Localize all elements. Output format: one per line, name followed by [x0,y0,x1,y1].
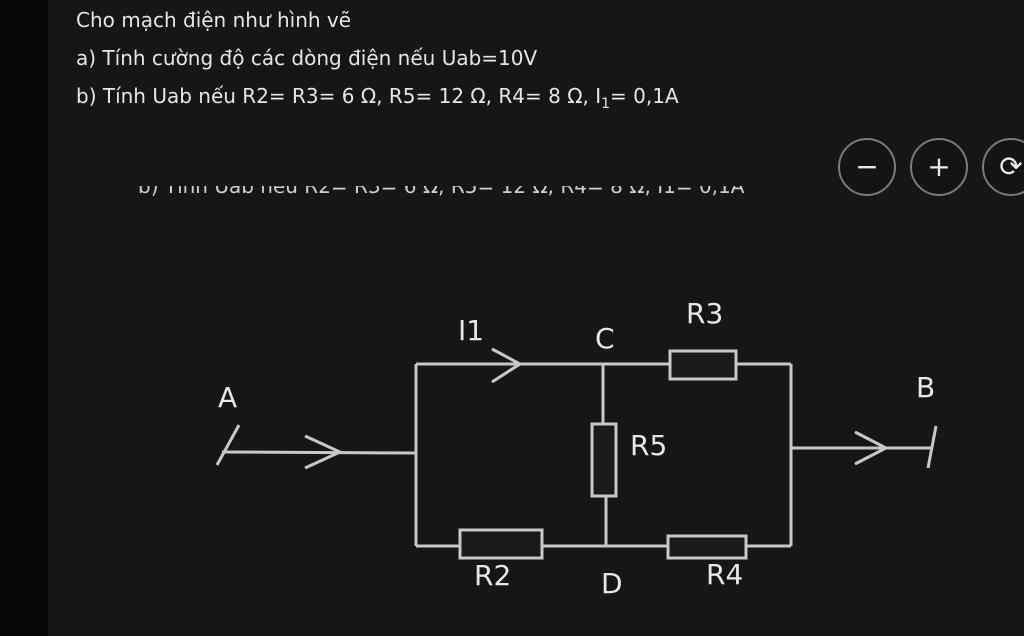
question-text: Cho mạch điện như hình vẽ a) Tính cường … [76,6,679,120]
resistor-r2 [458,528,544,560]
label-r3: R3 [686,297,723,330]
resistor-r4 [666,534,748,560]
resistor-r5 [590,422,618,498]
label-b: B [916,371,935,404]
image-cropped-text: b) Tính Uab nếu R2= R3= 6 Ω, R5= 12 Ω, R… [138,186,868,208]
arrow-output-icon [854,430,890,466]
terminal-b-mark [926,425,938,469]
question-part-a: a) Tính cường độ các dòng điện nếu Uab=1… [76,46,538,70]
label-a: A [218,381,237,414]
resistor-r3 [668,349,738,381]
plus-icon: + [927,150,951,183]
label-d: D [601,567,623,600]
question-part-b-main: b) Tính Uab nếu R2= R3= 6 Ω, R5= 12 Ω, R… [76,84,602,108]
question-part-b-end: = 0,1A [610,84,679,108]
label-r5: R5 [630,429,667,462]
minus-icon: − [855,150,879,183]
question-intro: Cho mạch điện như hình vẽ [76,8,352,32]
wire-a-input [221,450,417,455]
arrow-input-icon [304,434,344,470]
terminal-a-mark [215,424,241,466]
left-margin [0,0,48,636]
reset-zoom-button[interactable]: ⟳ [982,138,1024,196]
label-i1: I1 [458,314,484,347]
image-cropped-text-content: b) Tính Uab nếu R2= R3= 6 Ω, R5= 12 Ω, R… [138,186,745,198]
question-part-b-subscript: 1 [601,96,611,112]
label-r2: R2 [474,559,511,592]
arrow-i1-icon [491,347,523,384]
zoom-in-button[interactable]: + [910,138,968,196]
label-c: C [595,322,615,355]
refresh-icon: ⟳ [999,150,1023,183]
label-r4: R4 [706,558,743,591]
question-part-b: b) Tính Uab nếu R2= R3= 6 Ω, R5= 12 Ω, R… [76,82,679,120]
zoom-out-button[interactable]: − [838,138,896,196]
